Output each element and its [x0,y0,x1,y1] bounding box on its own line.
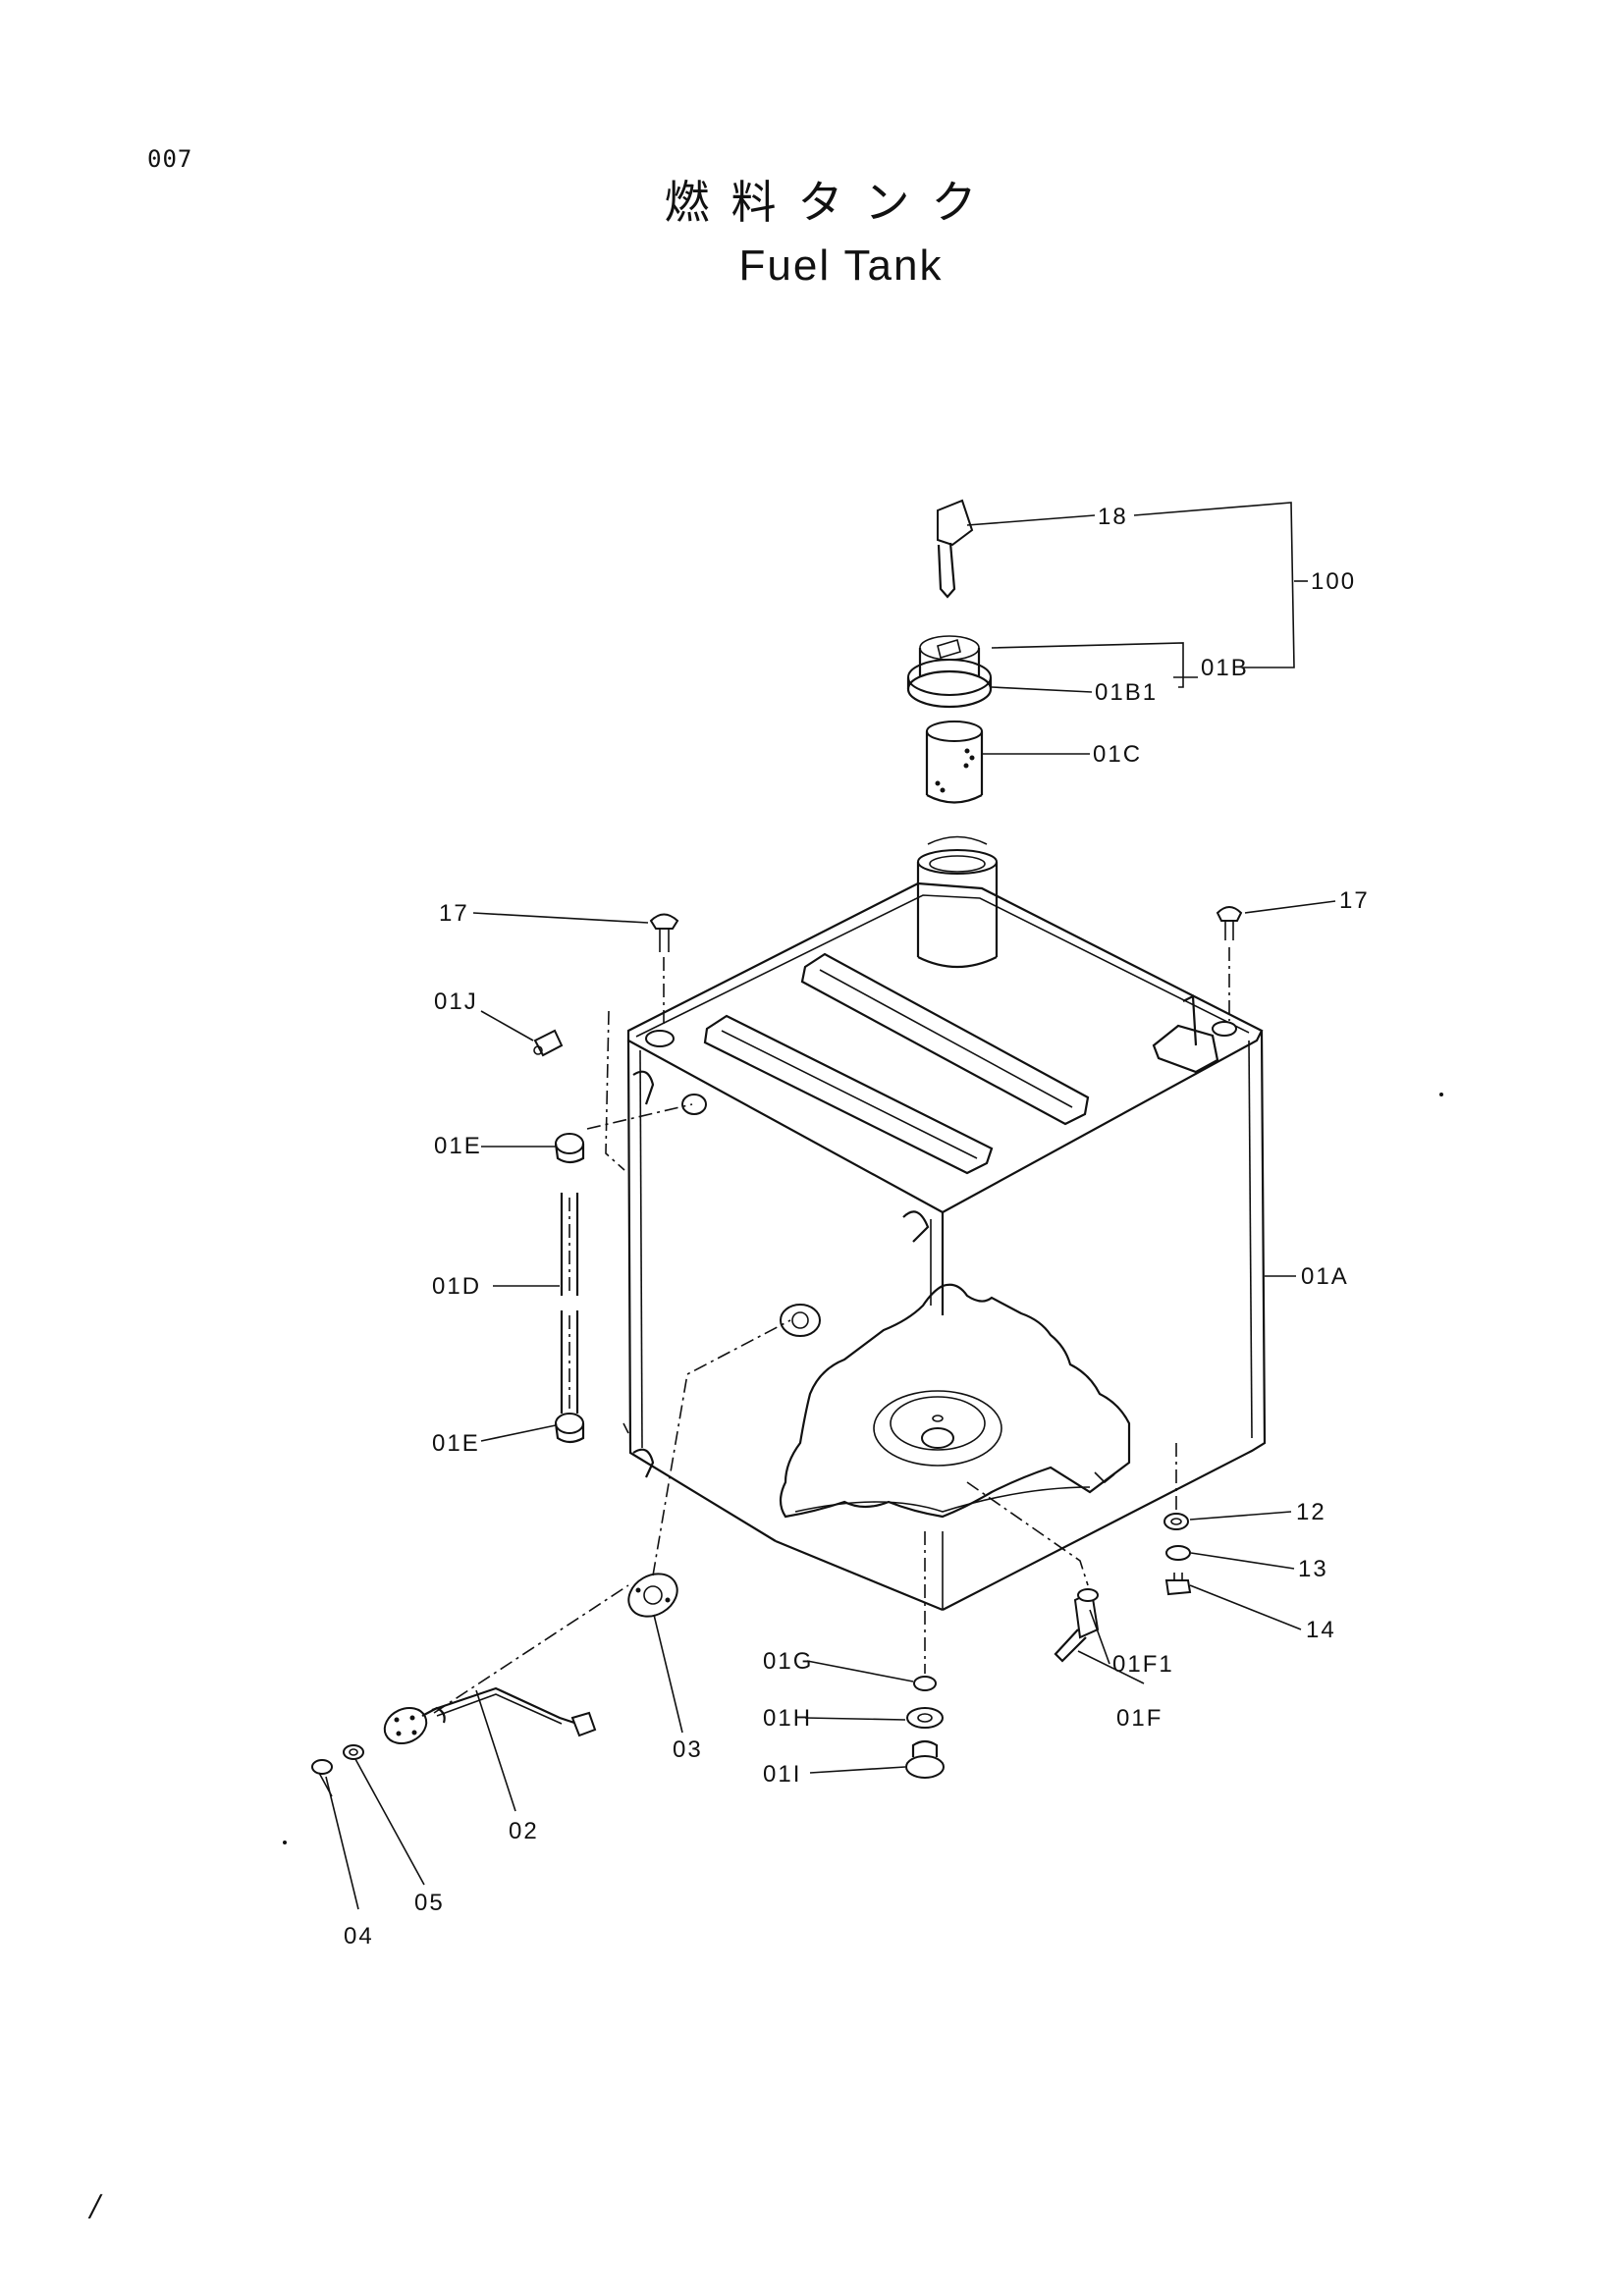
callout-01F: 01F [1116,1705,1163,1732]
drain-cock-01F [1054,1588,1100,1663]
leader-lines [325,502,1336,1910]
bolt-17-left [649,913,679,1026]
key-part-18 [937,499,974,599]
callout-01C: 01C [1093,741,1142,768]
callout-01H: 01H [763,1705,812,1732]
callout-05: 05 [414,1890,445,1916]
callout-01G: 01G [763,1648,813,1675]
alignment-line-cock [966,1481,1089,1586]
callout-100: 100 [1311,568,1356,595]
speck [1439,1093,1443,1096]
bolt-14 [1164,1573,1192,1596]
filler-cap-01B [906,635,993,709]
drain-plug-01I [905,1739,945,1779]
title-english: Fuel Tank [738,241,944,290]
callout-17-left: 17 [439,900,469,927]
alignment-line-02 [433,1584,629,1714]
page-number: 007 [147,145,193,173]
callout-01D: 01D [432,1273,481,1300]
callout-14: 14 [1306,1617,1336,1643]
title-block: 燃料タンク Fuel Tank [0,167,1623,291]
callout-12: 12 [1296,1499,1326,1525]
callout-02: 02 [509,1818,539,1844]
callout-01B1: 01B1 [1095,679,1158,706]
washer-05 [343,1744,364,1760]
callout-01E-bottom: 01E [432,1430,480,1457]
plug-01J [533,1029,564,1057]
screw-04 [311,1759,333,1797]
speck [283,1841,287,1844]
gasket-03 [627,1573,678,1618]
alignment-line-boss [586,1103,693,1130]
spring-washer-13 [1165,1545,1191,1561]
clamp-01E-top [554,1133,585,1164]
callout-04: 04 [344,1923,374,1949]
title-japanese: 燃料タンク [664,176,999,229]
callout-01B: 01B [1201,655,1249,681]
drain-washer-01H [906,1707,944,1729]
fuel-tank-body [626,835,1267,1612]
callout-01I: 01I [763,1761,801,1788]
corner-mark: / [90,2189,101,2223]
bolt-17-right [1216,906,1243,1021]
callout-03: 03 [673,1736,703,1763]
drain-seal-01G [913,1676,937,1691]
callout-13: 13 [1298,1556,1328,1582]
strainer-01C [925,721,984,804]
callout-18: 18 [1098,504,1128,530]
callout-01J: 01J [434,988,478,1015]
level-sender-02 [383,1686,597,1744]
callout-labels: 18 100 01B 01B1 01C 17 17 01J 01E 01D 01… [344,504,1370,1949]
clamp-01E-bottom [554,1413,585,1444]
callout-01F1: 01F1 [1112,1651,1174,1678]
alignment-line-01E [605,1010,629,1434]
callout-17-right: 17 [1339,887,1370,914]
washer-12 [1163,1513,1189,1530]
level-gauge-tube-01D [560,1193,579,1414]
callout-01A: 01A [1301,1263,1349,1290]
callout-01E-top: 01E [434,1133,482,1159]
